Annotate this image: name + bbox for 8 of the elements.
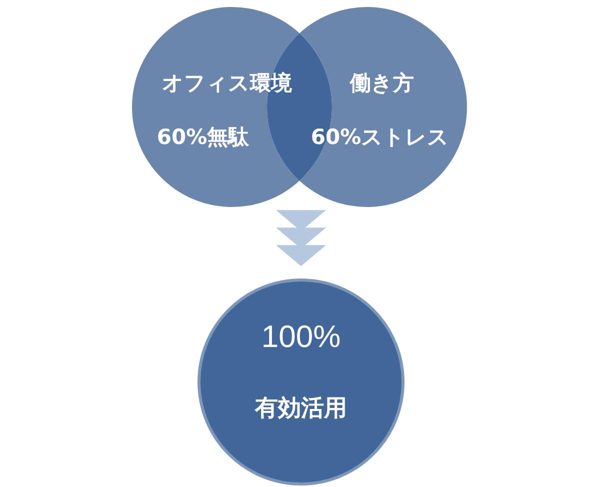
circle-label: 働き方 — [350, 70, 414, 97]
percentage-value: 100% — [261, 319, 341, 355]
result-circle — [198, 278, 404, 486]
circle-label: 60%無駄 — [156, 124, 250, 151]
circle-label: 60%ストレス — [310, 124, 450, 151]
circle-label: オフィス環境 — [162, 70, 292, 97]
chevron-arrow — [276, 210, 326, 266]
circle-label: 有効活用 — [255, 394, 347, 424]
